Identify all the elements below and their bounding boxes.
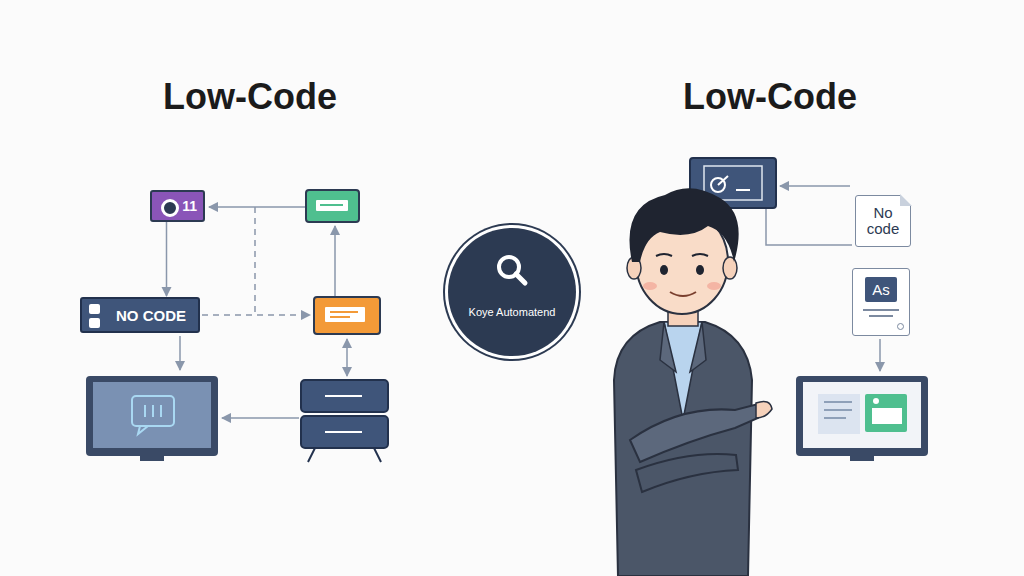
server-stack <box>301 380 388 462</box>
shape <box>138 426 148 434</box>
shape <box>865 394 907 432</box>
shape <box>516 274 525 283</box>
node-text: As <box>865 277 897 302</box>
shape <box>325 431 362 433</box>
shape <box>818 394 860 434</box>
shape <box>707 282 721 290</box>
shape <box>824 409 852 411</box>
document: As <box>852 268 910 336</box>
shape <box>656 254 708 256</box>
person <box>614 188 772 576</box>
shape <box>254 207 256 315</box>
shape <box>152 405 154 417</box>
orange-box <box>314 297 380 334</box>
shape <box>325 395 362 397</box>
shape <box>140 456 164 461</box>
shape <box>314 297 380 334</box>
page-fold <box>900 194 912 206</box>
text-line <box>869 315 893 317</box>
magnifier-icon <box>492 250 532 290</box>
connector <box>166 222 168 296</box>
shape <box>629 188 738 262</box>
shape <box>796 376 928 456</box>
shape <box>222 417 299 419</box>
shape <box>209 206 305 208</box>
shape <box>93 382 211 448</box>
shape <box>660 322 676 372</box>
center-circle: Koye Automatend <box>448 228 576 356</box>
heading: Low-Code <box>683 76 857 118</box>
shape <box>850 456 874 461</box>
shape <box>643 282 657 290</box>
process-box: NO CODE <box>80 297 200 333</box>
shape <box>330 311 358 313</box>
shape <box>660 265 668 275</box>
shape <box>325 307 365 322</box>
shape <box>334 226 336 296</box>
shape <box>879 339 881 371</box>
shape <box>86 376 218 456</box>
shape <box>664 322 702 420</box>
shape <box>630 404 762 462</box>
shape <box>872 408 902 424</box>
shape <box>756 401 772 418</box>
node-text: NO CODE <box>116 307 186 324</box>
shape <box>803 382 921 448</box>
shape <box>160 405 162 417</box>
node-text: No code <box>861 205 905 238</box>
shape <box>308 448 315 462</box>
shape <box>824 401 852 403</box>
green-box <box>306 190 359 222</box>
shape <box>306 190 359 222</box>
shape <box>301 380 388 412</box>
shape <box>132 396 174 426</box>
page-dot <box>897 323 904 330</box>
laptop <box>796 376 928 461</box>
shape <box>670 292 696 296</box>
shape <box>873 398 879 404</box>
shape <box>346 339 348 376</box>
shape <box>316 200 348 211</box>
node-text: Koye Automatend <box>467 305 557 320</box>
node-text: 11 <box>182 198 197 214</box>
shape <box>736 189 750 191</box>
shape <box>636 454 738 492</box>
node-icon <box>89 318 100 328</box>
shape <box>723 257 737 279</box>
shape <box>780 185 850 187</box>
shape <box>330 316 350 318</box>
shape <box>179 336 181 370</box>
node-icon <box>161 199 179 217</box>
shape <box>766 209 852 245</box>
document: No code <box>855 195 911 247</box>
shape <box>144 405 146 417</box>
shape <box>320 204 343 206</box>
shape <box>374 448 381 462</box>
purple-box: 11 <box>150 190 205 222</box>
shape <box>690 322 706 372</box>
shape <box>696 265 704 275</box>
node-icon <box>89 304 100 314</box>
shape <box>202 314 310 316</box>
monitor <box>86 376 218 461</box>
shape <box>301 416 388 448</box>
shape <box>718 176 728 185</box>
heading: Low-Code <box>163 76 337 118</box>
shape <box>824 417 846 419</box>
text-line <box>863 309 899 311</box>
